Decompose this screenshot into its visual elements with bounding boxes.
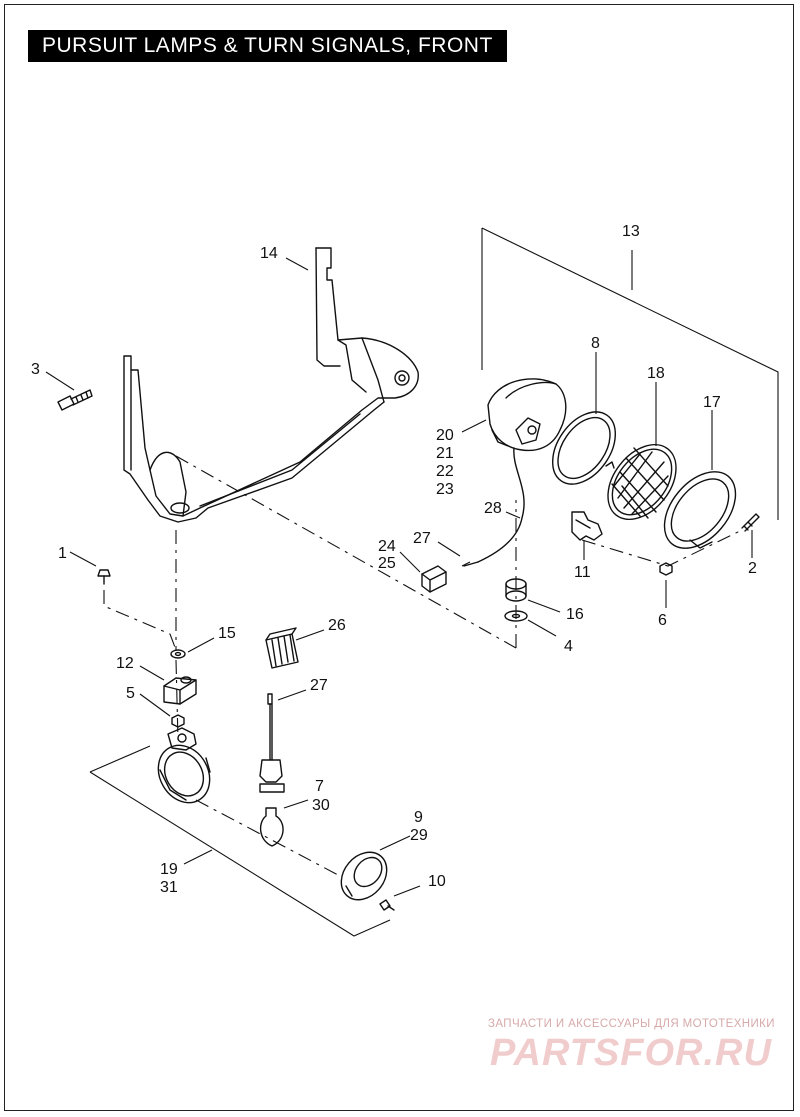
callout-13: 13	[622, 223, 640, 240]
callout-16: 16	[566, 606, 584, 623]
callout-12: 12	[116, 655, 134, 672]
screw-part[interactable]	[741, 513, 760, 532]
watermark-logo: PARTSFOR.RU	[490, 1032, 772, 1074]
callout-3: 3	[31, 361, 40, 378]
callout-19: 19	[160, 861, 178, 878]
callout-28: 28	[484, 500, 502, 517]
callout-27-top: 27	[413, 530, 431, 547]
callout-4: 4	[564, 638, 573, 655]
watermark-tagline: ЗАПЧАСТИ И АКСЕССУАРЫ ДЛЯ МОТОТЕХНИКИ	[488, 1018, 775, 1030]
lamp-lens-part[interactable]	[594, 432, 690, 533]
turn-signal-lens-part[interactable]	[332, 843, 396, 909]
callout-31: 31	[160, 879, 178, 896]
callout-23: 23	[436, 481, 454, 498]
gasket-ring-part[interactable]	[540, 400, 628, 495]
callout-15: 15	[218, 625, 236, 642]
callout-20: 20	[436, 427, 454, 444]
callout-numbers: 13 14 3 8 18 17 20 21 22 23 28 27 24 25 …	[31, 223, 757, 896]
centerlines	[103, 455, 743, 877]
screw-part[interactable]	[97, 569, 111, 585]
callout-6: 6	[658, 612, 667, 629]
trim-ring-part[interactable]	[650, 458, 749, 561]
bolt-part[interactable]	[57, 389, 93, 411]
callout-26: 26	[328, 617, 346, 634]
washer-part[interactable]	[170, 649, 186, 659]
callout-27-bottom: 27	[310, 677, 328, 694]
callout-14: 14	[260, 245, 278, 262]
callout-11: 11	[574, 564, 591, 581]
diagram-frame	[4, 4, 794, 1111]
callout-29: 29	[410, 827, 428, 844]
callout-18: 18	[647, 365, 665, 382]
callout-5: 5	[126, 685, 135, 702]
mounting-bracket-part[interactable]	[123, 247, 419, 523]
callout-21: 21	[436, 445, 454, 462]
turn-signal-bulb-part[interactable]	[259, 807, 284, 847]
callout-8: 8	[591, 335, 600, 352]
leader-lines	[45, 227, 779, 937]
callout-10: 10	[428, 873, 446, 890]
lamp-wire-part[interactable]	[477, 447, 525, 563]
callout-7: 7	[315, 778, 324, 795]
bulb-socket-part[interactable]	[259, 693, 285, 793]
nut-part[interactable]	[171, 714, 185, 728]
callout-30: 30	[312, 797, 330, 814]
callout-22: 22	[436, 463, 454, 480]
callout-17: 17	[703, 394, 721, 411]
callout-1: 1	[58, 545, 67, 562]
callout-2: 2	[748, 560, 757, 577]
page-title: PURSUIT LAMPS & TURN SIGNALS, FRONT	[28, 30, 507, 62]
halogen-bulb-part[interactable]	[571, 511, 603, 541]
callout-24: 24	[378, 538, 396, 555]
connector-part[interactable]	[421, 565, 447, 593]
screw-part[interactable]	[379, 899, 395, 911]
lamp-housing-part[interactable]	[487, 378, 567, 452]
turn-signal-housing-part[interactable]	[148, 727, 220, 812]
nut-part[interactable]	[659, 562, 673, 576]
callout-25: 25	[378, 555, 396, 572]
callout-9: 9	[414, 809, 423, 826]
clamp-block-part[interactable]	[163, 676, 197, 705]
socket-connector-part[interactable]	[265, 627, 299, 669]
